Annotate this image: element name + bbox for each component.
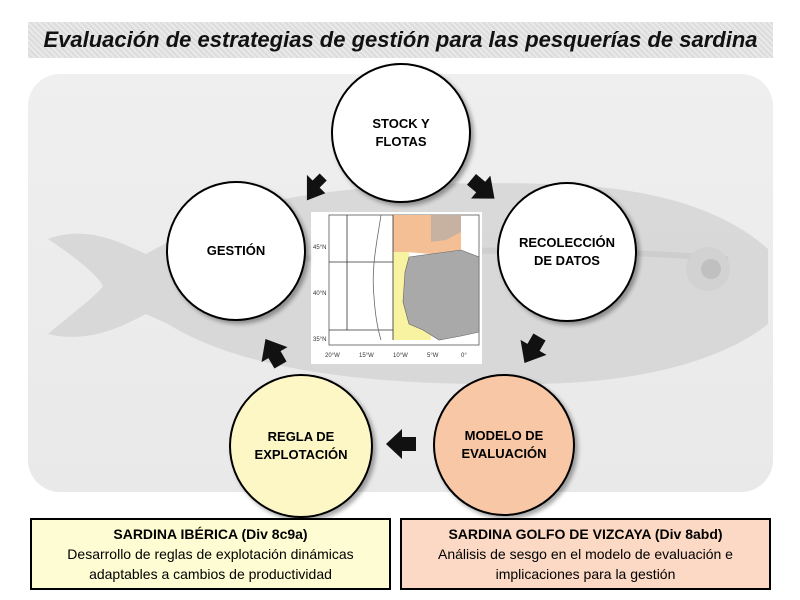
node-regla-line1: REGLA DE <box>267 429 335 444</box>
node-modelo-line2: EVALUACIÓN <box>461 446 547 461</box>
lon-label-0: 0° <box>461 353 467 359</box>
lat-label-35: 35°N <box>313 337 326 343</box>
arrow-gestion-to-stock-icon <box>306 173 327 201</box>
lat-label-40: 40°N <box>313 291 326 297</box>
title-bar: Evaluación de estrategias de gestión par… <box>28 22 773 58</box>
lon-label-10w: 10°W <box>393 353 408 359</box>
node-modelo-line1: MODELO DE <box>464 428 544 443</box>
box-vizcaya-line1: Análisis de sesgo en el modelo de evalua… <box>438 546 733 562</box>
arrow-recoleccion-to-modelo-icon <box>520 333 547 363</box>
node-regla-de-explotacion: REGLA DE EXPLOTACIÓN <box>229 374 373 518</box>
iberian-map: 45°N 40°N 35°N 20°W 15°W 10°W 5°W 0° <box>311 212 482 364</box>
node-stock-line1: STOCK Y <box>372 116 430 131</box>
node-recoleccion-de-datos: RECOLECCIÓN DE DATOS <box>497 182 637 322</box>
box-iberica-title: SARDINA IBÉRICA (Div 8c9a) <box>113 526 308 542</box>
node-stock-y-flotas: STOCK Y FLOTAS <box>331 63 471 203</box>
box-iberica-line1: Desarrollo de reglas de explotación diná… <box>67 546 354 562</box>
node-regla-line2: EXPLOTACIÓN <box>254 447 348 462</box>
box-sardina-iberica: SARDINA IBÉRICA (Div 8c9a) Desarrollo de… <box>30 518 391 590</box>
node-gestion-label: GESTIÓN <box>206 243 266 258</box>
arrow-stock-to-recoleccion-icon <box>467 173 495 199</box>
arrow-regla-to-gestion-icon <box>261 339 288 369</box>
iberian-zone <box>393 252 431 340</box>
lat-label-45: 45°N <box>313 245 326 251</box>
box-iberica-line2: adaptables a cambios de productividad <box>89 566 332 582</box>
land-mass <box>402 249 480 341</box>
lon-label-5w: 5°W <box>427 353 439 359</box>
lon-label-20w: 20°W <box>325 353 340 359</box>
node-modelo-de-evaluacion: MODELO DE EVALUACIÓN <box>433 374 575 516</box>
box-vizcaya-line2: implicaciones para la gestión <box>495 566 676 582</box>
page-title: Evaluación de estrategias de gestión par… <box>43 27 758 52</box>
box-sardina-vizcaya: SARDINA GOLFO DE VIZCAYA (Div 8abd) Anál… <box>400 518 771 590</box>
node-recoleccion-line1: RECOLECCIÓN <box>518 235 616 250</box>
box-vizcaya-title: SARDINA GOLFO DE VIZCAYA (Div 8abd) <box>448 526 723 542</box>
node-gestion: GESTIÓN <box>166 181 306 321</box>
arrow-modelo-to-regla-icon <box>386 429 416 459</box>
lon-label-15w: 15°W <box>359 353 374 359</box>
node-stock-line2: FLOTAS <box>375 134 427 149</box>
node-recoleccion-line2: DE DATOS <box>534 253 600 268</box>
